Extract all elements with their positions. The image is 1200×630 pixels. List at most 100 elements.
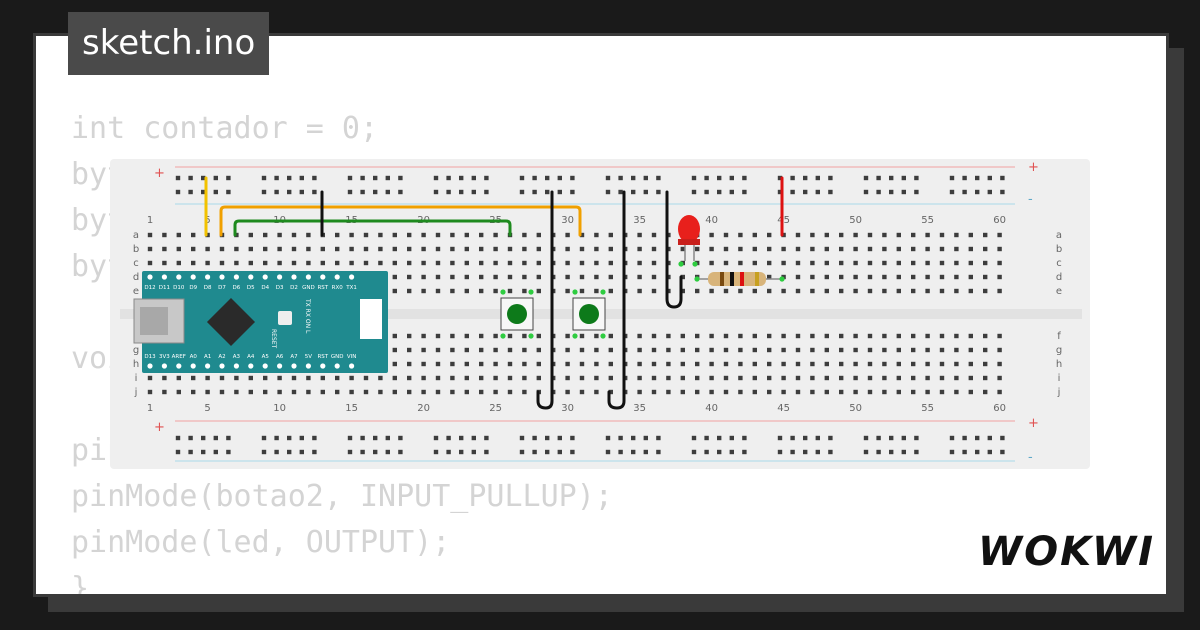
- breadboard-hole: [795, 232, 801, 238]
- arduino-pin: [190, 274, 196, 280]
- rail-hole: [656, 449, 661, 455]
- led-labels: TX RX ON L: [304, 298, 311, 334]
- breadboard-hole: [997, 260, 1002, 266]
- breadboard[interactable]: ++++-- 115510101515202025253030353540404…: [110, 159, 1090, 469]
- rail-hole: [618, 175, 623, 181]
- rail-hole: [519, 189, 525, 195]
- rail-hole: [1000, 435, 1005, 441]
- rail-hole: [360, 449, 365, 455]
- breadboard-hole: [839, 246, 844, 252]
- breadboard-hole: [536, 333, 541, 339]
- row-letter: c: [133, 258, 139, 269]
- rail-hole: [704, 189, 709, 195]
- arduino-pin: [277, 363, 283, 369]
- rail-hole: [803, 449, 808, 455]
- rail-hole: [261, 175, 267, 181]
- arduino-pin-label: D10: [173, 285, 185, 291]
- breadboard-hole: [191, 260, 196, 266]
- rail-plus-label: +: [1028, 160, 1039, 175]
- breadboard-hole: [507, 274, 513, 280]
- breadboard-hole: [983, 389, 988, 395]
- wire-black: [607, 190, 626, 410]
- breadboard-hole: [824, 274, 829, 280]
- rail-plus-label: +: [154, 420, 165, 435]
- breadboard-hole: [335, 389, 340, 395]
- breadboard-hole: [939, 288, 945, 294]
- breadboard-hole: [536, 232, 541, 238]
- breadboard-hole: [306, 375, 311, 381]
- breadboard-hole: [983, 375, 988, 381]
- breadboard-hole: [767, 333, 772, 339]
- breadboard-hole: [176, 232, 181, 238]
- breadboard-hole: [968, 375, 973, 381]
- breadboard-hole: [738, 246, 743, 252]
- rail-hole: [532, 175, 537, 181]
- rail-hole: [226, 175, 231, 181]
- breadboard-hole: [767, 232, 772, 238]
- breadboard-hole: [810, 274, 815, 280]
- rail-hole: [790, 175, 795, 181]
- rail-hole: [373, 175, 378, 181]
- breadboard-hole: [507, 347, 513, 353]
- breadboard-hole: [392, 389, 397, 395]
- breadboard-hole: [896, 375, 901, 381]
- rail-hole: [876, 449, 881, 455]
- breadboard-hole: [954, 260, 959, 266]
- breadboard-hole: [997, 375, 1002, 381]
- breadboard-hole: [925, 246, 930, 252]
- breadboard-hole: [219, 246, 225, 252]
- breadboard-hole: [939, 333, 945, 339]
- breadboard-hole: [392, 288, 397, 294]
- rail-hole: [949, 189, 955, 195]
- rail-hole: [962, 435, 967, 441]
- rail-hole: [790, 189, 795, 195]
- breadboard-hole: [983, 347, 988, 353]
- rail-hole: [691, 189, 697, 195]
- rail-hole: [446, 189, 451, 195]
- breadboard-hole: [651, 347, 657, 353]
- breadboard-hole: [594, 232, 599, 238]
- column-number: 55: [921, 403, 934, 414]
- code-line: pinMode(botao2, INPUT_PULLUP);: [71, 479, 613, 514]
- rail-hole: [777, 449, 783, 455]
- breadboard-hole: [421, 232, 426, 238]
- breadboard-hole: [306, 246, 311, 252]
- breadboard-hole: [479, 361, 484, 367]
- led-red: [678, 215, 700, 243]
- breadboard-hole: [608, 361, 613, 367]
- rail-hole: [175, 175, 181, 181]
- rail-hole: [570, 435, 575, 441]
- breadboard-hole: [954, 375, 959, 381]
- rail-hole: [828, 449, 833, 455]
- rail-hole: [863, 435, 869, 441]
- rail-hole: [618, 449, 623, 455]
- breadboard-hole: [853, 260, 858, 266]
- breadboard-hole: [349, 232, 354, 238]
- sketch-title[interactable]: sketch.ino: [68, 12, 270, 75]
- breadboard-hole: [435, 246, 441, 252]
- rail-hole: [545, 449, 550, 455]
- breadboard-hole: [407, 232, 412, 238]
- rail-hole: [459, 175, 464, 181]
- breadboard-hole: [997, 274, 1002, 280]
- breadboard-hole: [911, 260, 916, 266]
- breadboard-hole: [392, 347, 397, 353]
- breadboard-hole: [882, 288, 887, 294]
- pin-highlight: [528, 333, 534, 339]
- column-number: 5: [204, 215, 210, 226]
- breadboard-hole: [709, 232, 714, 238]
- breadboard-hole: [824, 288, 829, 294]
- breadboard-hole: [896, 361, 901, 367]
- rail-hole: [385, 175, 390, 181]
- arduino-pin-label: A7: [290, 354, 298, 360]
- breadboard-hole: [565, 361, 570, 367]
- breadboard-hole: [435, 347, 441, 353]
- rail-hole: [717, 449, 722, 455]
- rail-hole: [656, 435, 661, 441]
- breadboard-hole: [839, 333, 844, 339]
- breadboard-hole: [407, 361, 412, 367]
- rail-hole: [975, 435, 980, 441]
- rail-hole: [459, 189, 464, 195]
- rail-hole: [914, 175, 919, 181]
- arduino-pin-label: D7: [218, 285, 226, 291]
